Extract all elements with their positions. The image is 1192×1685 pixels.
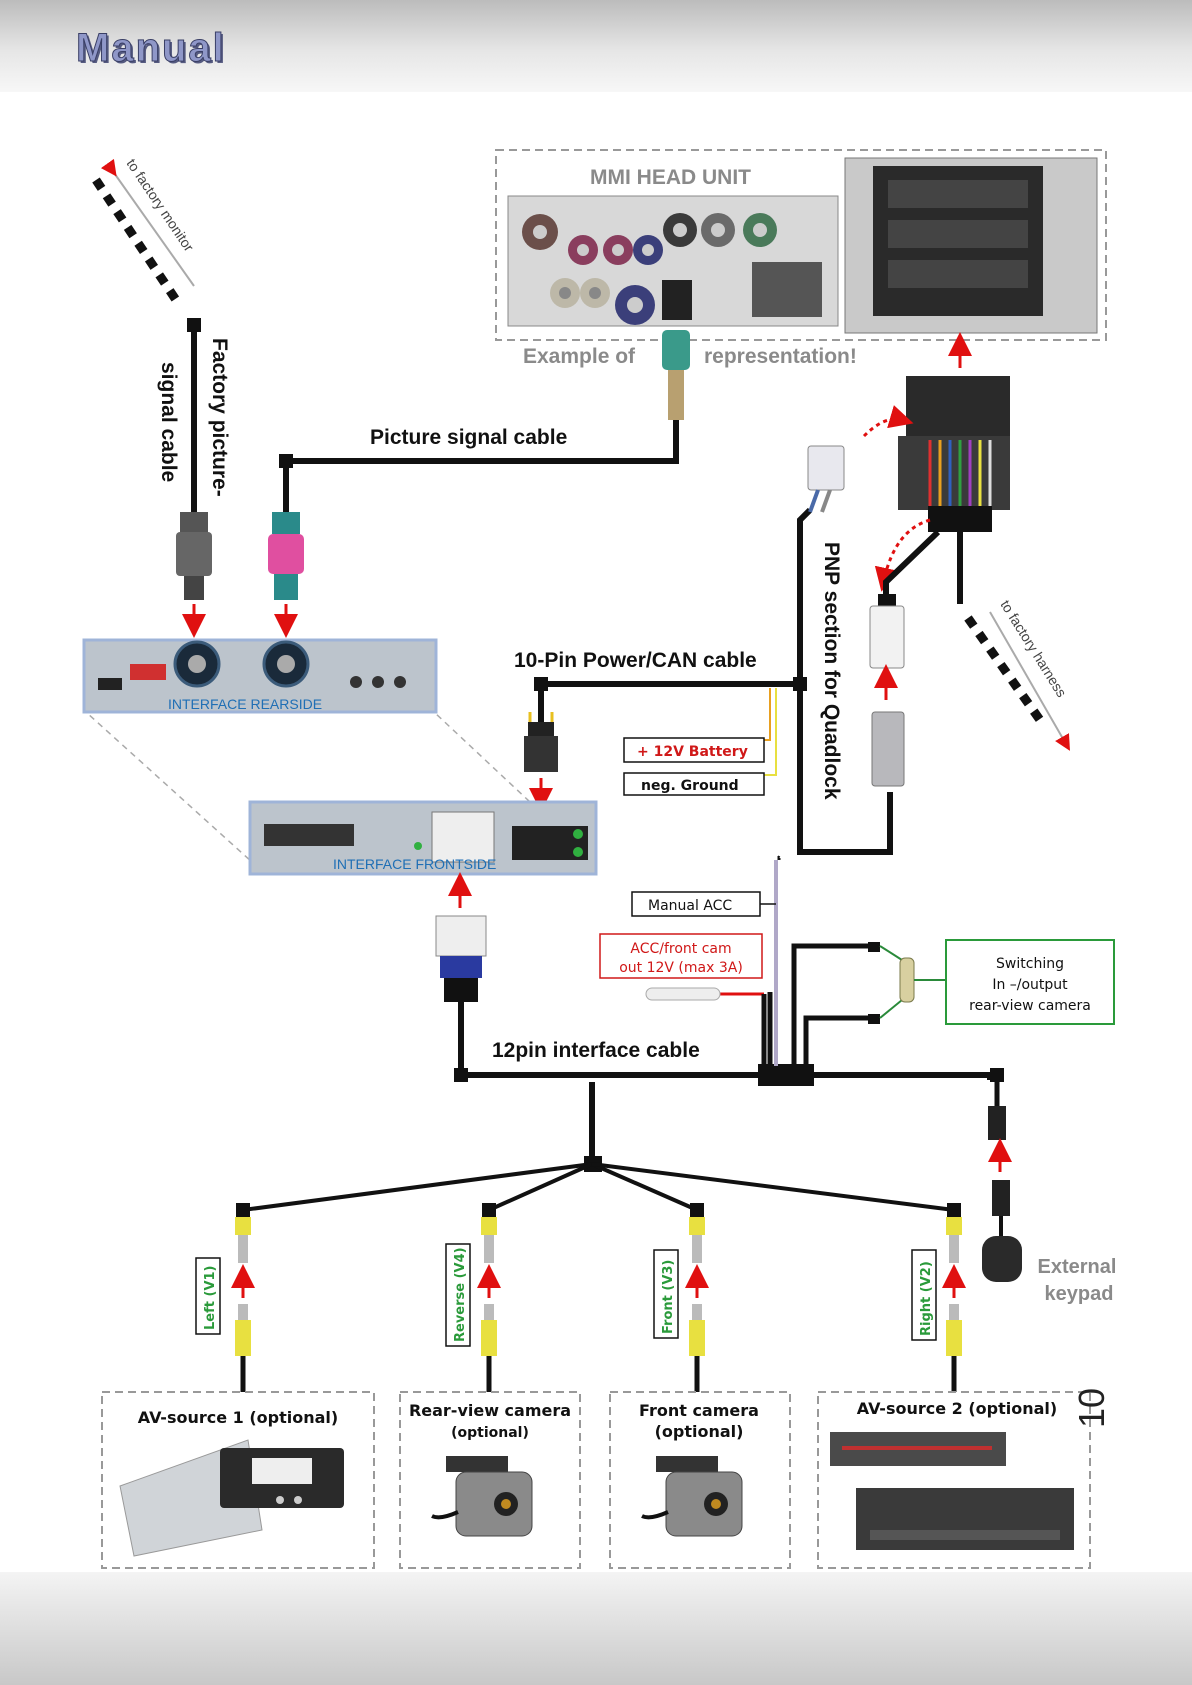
switch-label-1: Switching: [996, 956, 1064, 972]
video-label-v3: Front (V3): [661, 1260, 676, 1334]
quadlock-plug: [898, 376, 1010, 532]
source-subtitle-2: (optional): [451, 1425, 529, 1441]
factory-picture-label-1: Factory picture-: [208, 338, 231, 497]
video-label-v2: Right (V2): [919, 1261, 934, 1336]
av-source-2-device: [830, 1432, 1074, 1550]
power-can-plug: [524, 712, 558, 772]
head-unit-title: MMI HEAD UNIT: [590, 166, 751, 189]
pnp-cable: [797, 684, 893, 855]
picture-signal-cable: [283, 420, 679, 515]
power-can-label: 10-Pin Power/CAN cable: [514, 649, 757, 672]
pnp-inline-connector: [869, 594, 905, 669]
rca-chain-v2: [942, 1203, 966, 1392]
arrow-pnp-swap-1: [862, 405, 914, 438]
rca-chain-v3: [685, 1203, 709, 1392]
rear-camera-switch-connector: [899, 957, 915, 1003]
keypad-plug: [992, 1180, 1010, 1216]
pink-fakra-plug: [268, 512, 304, 600]
front-camera: [641, 1456, 743, 1537]
rear-dip-switch: [130, 664, 166, 680]
rear-view-camera: [431, 1456, 533, 1537]
status-led: [414, 842, 422, 850]
12pin-plug: [435, 915, 487, 1002]
factory-monitor-cable-dashed: [92, 177, 180, 303]
factory-picture-label-2: signal cable: [157, 362, 180, 482]
ground-label-box: [623, 772, 765, 796]
to-factory-monitor-arrow: [100, 158, 195, 287]
arrow-pnp-swap-2: [874, 518, 931, 592]
green-fakra-plug: [662, 330, 690, 420]
interface-frontside-label: INTERFACE FRONTSIDE: [333, 856, 496, 872]
switch-camera-box: [945, 939, 1115, 1025]
video-label-box-v4: [445, 1243, 471, 1347]
switch-label-3: rear-view camera: [969, 998, 1091, 1014]
factory-picture-plug: [176, 512, 212, 600]
acc-label-1: ACC/front cam: [630, 941, 731, 957]
source-box-3: [609, 1391, 791, 1569]
av-source-1-device: [119, 1439, 344, 1557]
12pin-socket: [431, 811, 495, 863]
factory-harness-cable-dashed: [964, 615, 1044, 723]
to-factory-harness-label: to factory harness: [997, 597, 1070, 700]
quadlock-pins: [888, 180, 1028, 288]
keypad-label-1: External: [1038, 1256, 1117, 1278]
video-label-box-v2: [911, 1249, 937, 1341]
source-title-4: AV-source 2 (optional): [857, 1399, 1057, 1418]
page-header: [0, 0, 1192, 92]
brand-logo: Manual: [76, 26, 226, 71]
video-label-box-v3: [653, 1249, 679, 1339]
front-dip-switch: [264, 824, 354, 846]
video-label-v4: Reverse (V4): [453, 1247, 468, 1342]
pnp-grey-connector: [871, 711, 905, 787]
source-box-2: [399, 1391, 581, 1569]
12pin-junction: [758, 1064, 814, 1086]
pnp-white-connector: [807, 445, 845, 513]
source-box-4: [817, 1391, 1091, 1569]
pnp-label: PNP section for Quadlock: [820, 542, 843, 800]
interface-rearside-label: INTERFACE REARSIDE: [168, 696, 322, 712]
head-unit-frame: [495, 149, 1107, 341]
page-footer: [0, 1572, 1192, 1685]
source-box-1: [101, 1391, 375, 1569]
to-factory-harness-arrow: [989, 611, 1070, 751]
switch-label-2: In –/output: [992, 977, 1068, 993]
ground-label: neg. Ground: [641, 778, 739, 794]
example-right-label: representation!: [704, 345, 857, 368]
acc-wire-terminal: [645, 987, 721, 1001]
battery-label-box: [623, 737, 765, 763]
external-keypad: [982, 1236, 1022, 1282]
example-left-label: Example of: [523, 345, 636, 368]
rca-chain-v4: [477, 1203, 501, 1392]
keypad-label-2: keypad: [1045, 1283, 1114, 1305]
battery-label: + 12V Battery: [637, 744, 748, 760]
acc-label-2: out 12V (max 3A): [619, 960, 743, 976]
manual-acc-label: Manual ACC: [648, 898, 732, 914]
keypad-socket: [988, 1106, 1006, 1140]
fakra-connectors: [522, 213, 822, 325]
video-label-box-v1: [195, 1257, 221, 1335]
source-subtitle-3: (optional): [655, 1422, 744, 1441]
source-title-2: Rear-view camera: [409, 1401, 571, 1420]
source-title-3: Front camera: [639, 1401, 759, 1420]
video-label-v1: Left (V1): [203, 1266, 218, 1331]
picture-signal-label: Picture signal cable: [370, 426, 567, 449]
acc-front-cam-box: [599, 933, 763, 979]
usb-port: [98, 678, 122, 690]
12pin-label: 12pin interface cable: [492, 1039, 700, 1062]
source-title-1: AV-source 1 (optional): [138, 1408, 338, 1427]
rca-chain-v1: [231, 1203, 255, 1392]
page-number: 10: [1071, 1388, 1112, 1428]
power-can-cable: [538, 681, 800, 730]
